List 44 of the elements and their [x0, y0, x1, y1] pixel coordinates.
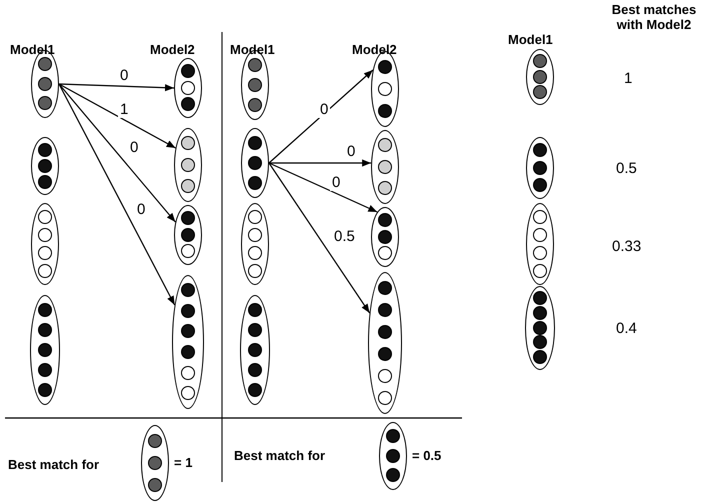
column-header: Model2: [150, 42, 195, 57]
column-header: Model1: [10, 42, 55, 57]
arrow: [58, 83, 176, 149]
cluster-ellipse: [141, 425, 169, 501]
match-value: 1: [624, 70, 632, 87]
arrow: [268, 162, 378, 213]
column-header: Model2: [352, 42, 397, 57]
cluster-ellipse: [31, 137, 59, 195]
column-header: Best matches with Model2: [610, 2, 698, 32]
cluster-ellipse: [526, 49, 554, 105]
arrow: [58, 83, 174, 92]
cluster-ellipse: [31, 203, 59, 285]
caption-text: = 1: [174, 455, 192, 470]
column-header: Model1: [230, 42, 275, 57]
cluster-ellipse: [174, 205, 202, 265]
cluster-ellipse: [525, 286, 555, 370]
edge-label: 0: [330, 175, 342, 191]
match-value: 0.5: [616, 160, 637, 177]
column-header: Model1: [508, 32, 553, 47]
cluster-ellipse: [371, 130, 399, 204]
match-value: 0.4: [616, 320, 637, 337]
cluster-ellipse: [371, 207, 399, 267]
cluster-ellipse: [240, 295, 270, 405]
edge-label: 1: [118, 102, 130, 118]
arrow: [268, 70, 374, 164]
arrow: [268, 162, 370, 314]
cluster-ellipse: [241, 203, 269, 285]
cluster-ellipse: [172, 275, 204, 409]
caption-text: Best match for: [8, 457, 100, 472]
cluster-ellipse: [241, 128, 269, 198]
edge-label: 0: [318, 102, 330, 118]
arrow: [58, 84, 176, 222]
caption-text: = 0.5: [412, 448, 442, 463]
cluster-ellipse: [368, 272, 402, 414]
cluster-ellipse: [379, 422, 407, 490]
arrow: [269, 159, 372, 167]
caption-text: Best match for: [234, 448, 326, 463]
cluster-ellipse: [174, 128, 202, 202]
cluster-ellipse: [526, 137, 554, 199]
cluster-ellipse: [526, 203, 554, 285]
cluster-ellipse: [30, 295, 60, 405]
cluster-ellipse: [174, 58, 202, 118]
arrow: [58, 84, 176, 306]
match-value: 0.33: [612, 238, 642, 255]
